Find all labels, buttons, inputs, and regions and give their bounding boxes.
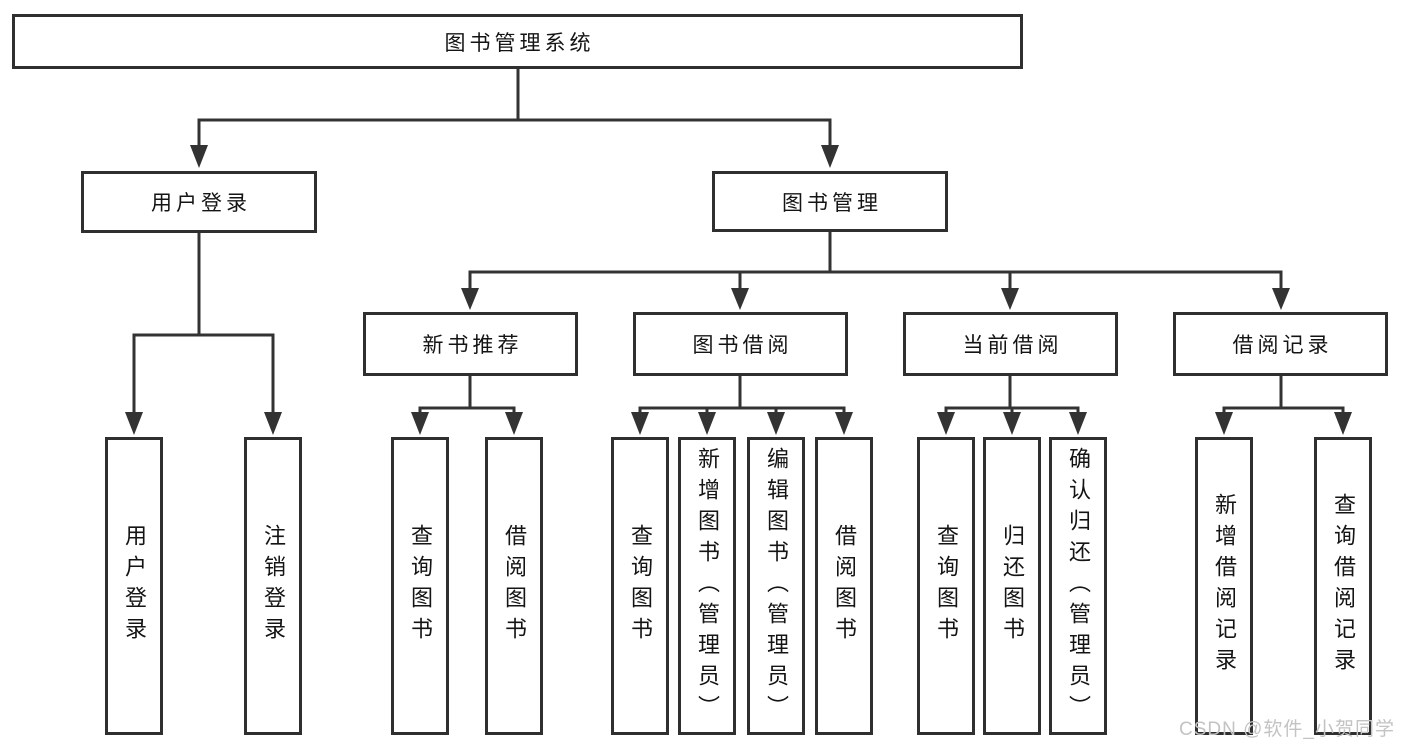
node-user-login-branch: 用户登录	[81, 171, 317, 233]
node-label: 查询借阅记录	[1331, 493, 1356, 679]
node-borrow-books: 借阅图书	[815, 437, 873, 735]
connector-user-login-branch	[125, 233, 282, 435]
connector-book-management-branch	[461, 232, 1290, 310]
node-label: 新增借阅记录	[1212, 493, 1237, 679]
node-label: 图书管理系统	[444, 31, 595, 55]
node-query-books-borrow: 查询图书	[611, 437, 669, 735]
connector-current-borrow-branch	[937, 376, 1087, 435]
node-label: 注销登录	[261, 524, 286, 648]
node-edit-books-admin: 编辑图书（管理员）	[747, 437, 805, 735]
node-label: 查询图书	[934, 524, 959, 648]
node-query-borrow-record: 查询借阅记录	[1314, 437, 1372, 735]
node-label: 图书借阅	[692, 334, 793, 357]
node-return-books: 归还图书	[983, 437, 1041, 735]
node-label: 查询图书	[408, 524, 433, 648]
node-current-borrow: 当前借阅	[903, 312, 1118, 376]
node-label: 新书推荐	[422, 334, 523, 357]
node-library-management-system: 图书管理系统	[12, 14, 1023, 69]
node-user-login: 用户登录	[105, 437, 163, 735]
connector-book-borrow-branch	[631, 376, 853, 435]
node-borrow-records: 借阅记录	[1173, 312, 1388, 376]
node-label: 查询图书	[628, 524, 653, 648]
node-add-books-admin: 新增图书（管理员）	[678, 437, 736, 735]
node-book-management: 图书管理	[712, 171, 948, 232]
node-new-book-recommend: 新书推荐	[363, 312, 578, 376]
node-label: 借阅图书	[502, 524, 527, 648]
node-logout: 注销登录	[244, 437, 302, 735]
node-label: 用户登录	[122, 524, 147, 648]
node-label: 借阅图书	[832, 524, 857, 648]
node-book-borrow: 图书借阅	[633, 312, 848, 376]
csdn-watermark: CSDN @软件_小贺同学	[1179, 719, 1395, 740]
node-label: 确认归还（管理员）	[1066, 446, 1091, 726]
connector-borrow-records-branch	[1215, 376, 1352, 435]
node-label: 借阅记录	[1232, 334, 1333, 357]
node-query-books-recommend: 查询图书	[391, 437, 449, 735]
node-label: 归还图书	[1000, 524, 1025, 648]
node-borrow-books-recommend: 借阅图书	[485, 437, 543, 735]
connector-new-book-branch	[411, 376, 523, 435]
node-confirm-return-admin: 确认归还（管理员）	[1049, 437, 1107, 735]
node-label: 新增图书（管理员）	[695, 446, 720, 726]
node-label: 图书管理	[782, 191, 882, 215]
node-label: 编辑图书（管理员）	[764, 446, 789, 726]
node-label: 用户登录	[151, 192, 251, 215]
connector-root-to-level2	[190, 69, 839, 168]
node-label: 当前借阅	[962, 334, 1063, 357]
node-add-borrow-record: 新增借阅记录	[1195, 437, 1253, 735]
node-query-books-current: 查询图书	[917, 437, 975, 735]
